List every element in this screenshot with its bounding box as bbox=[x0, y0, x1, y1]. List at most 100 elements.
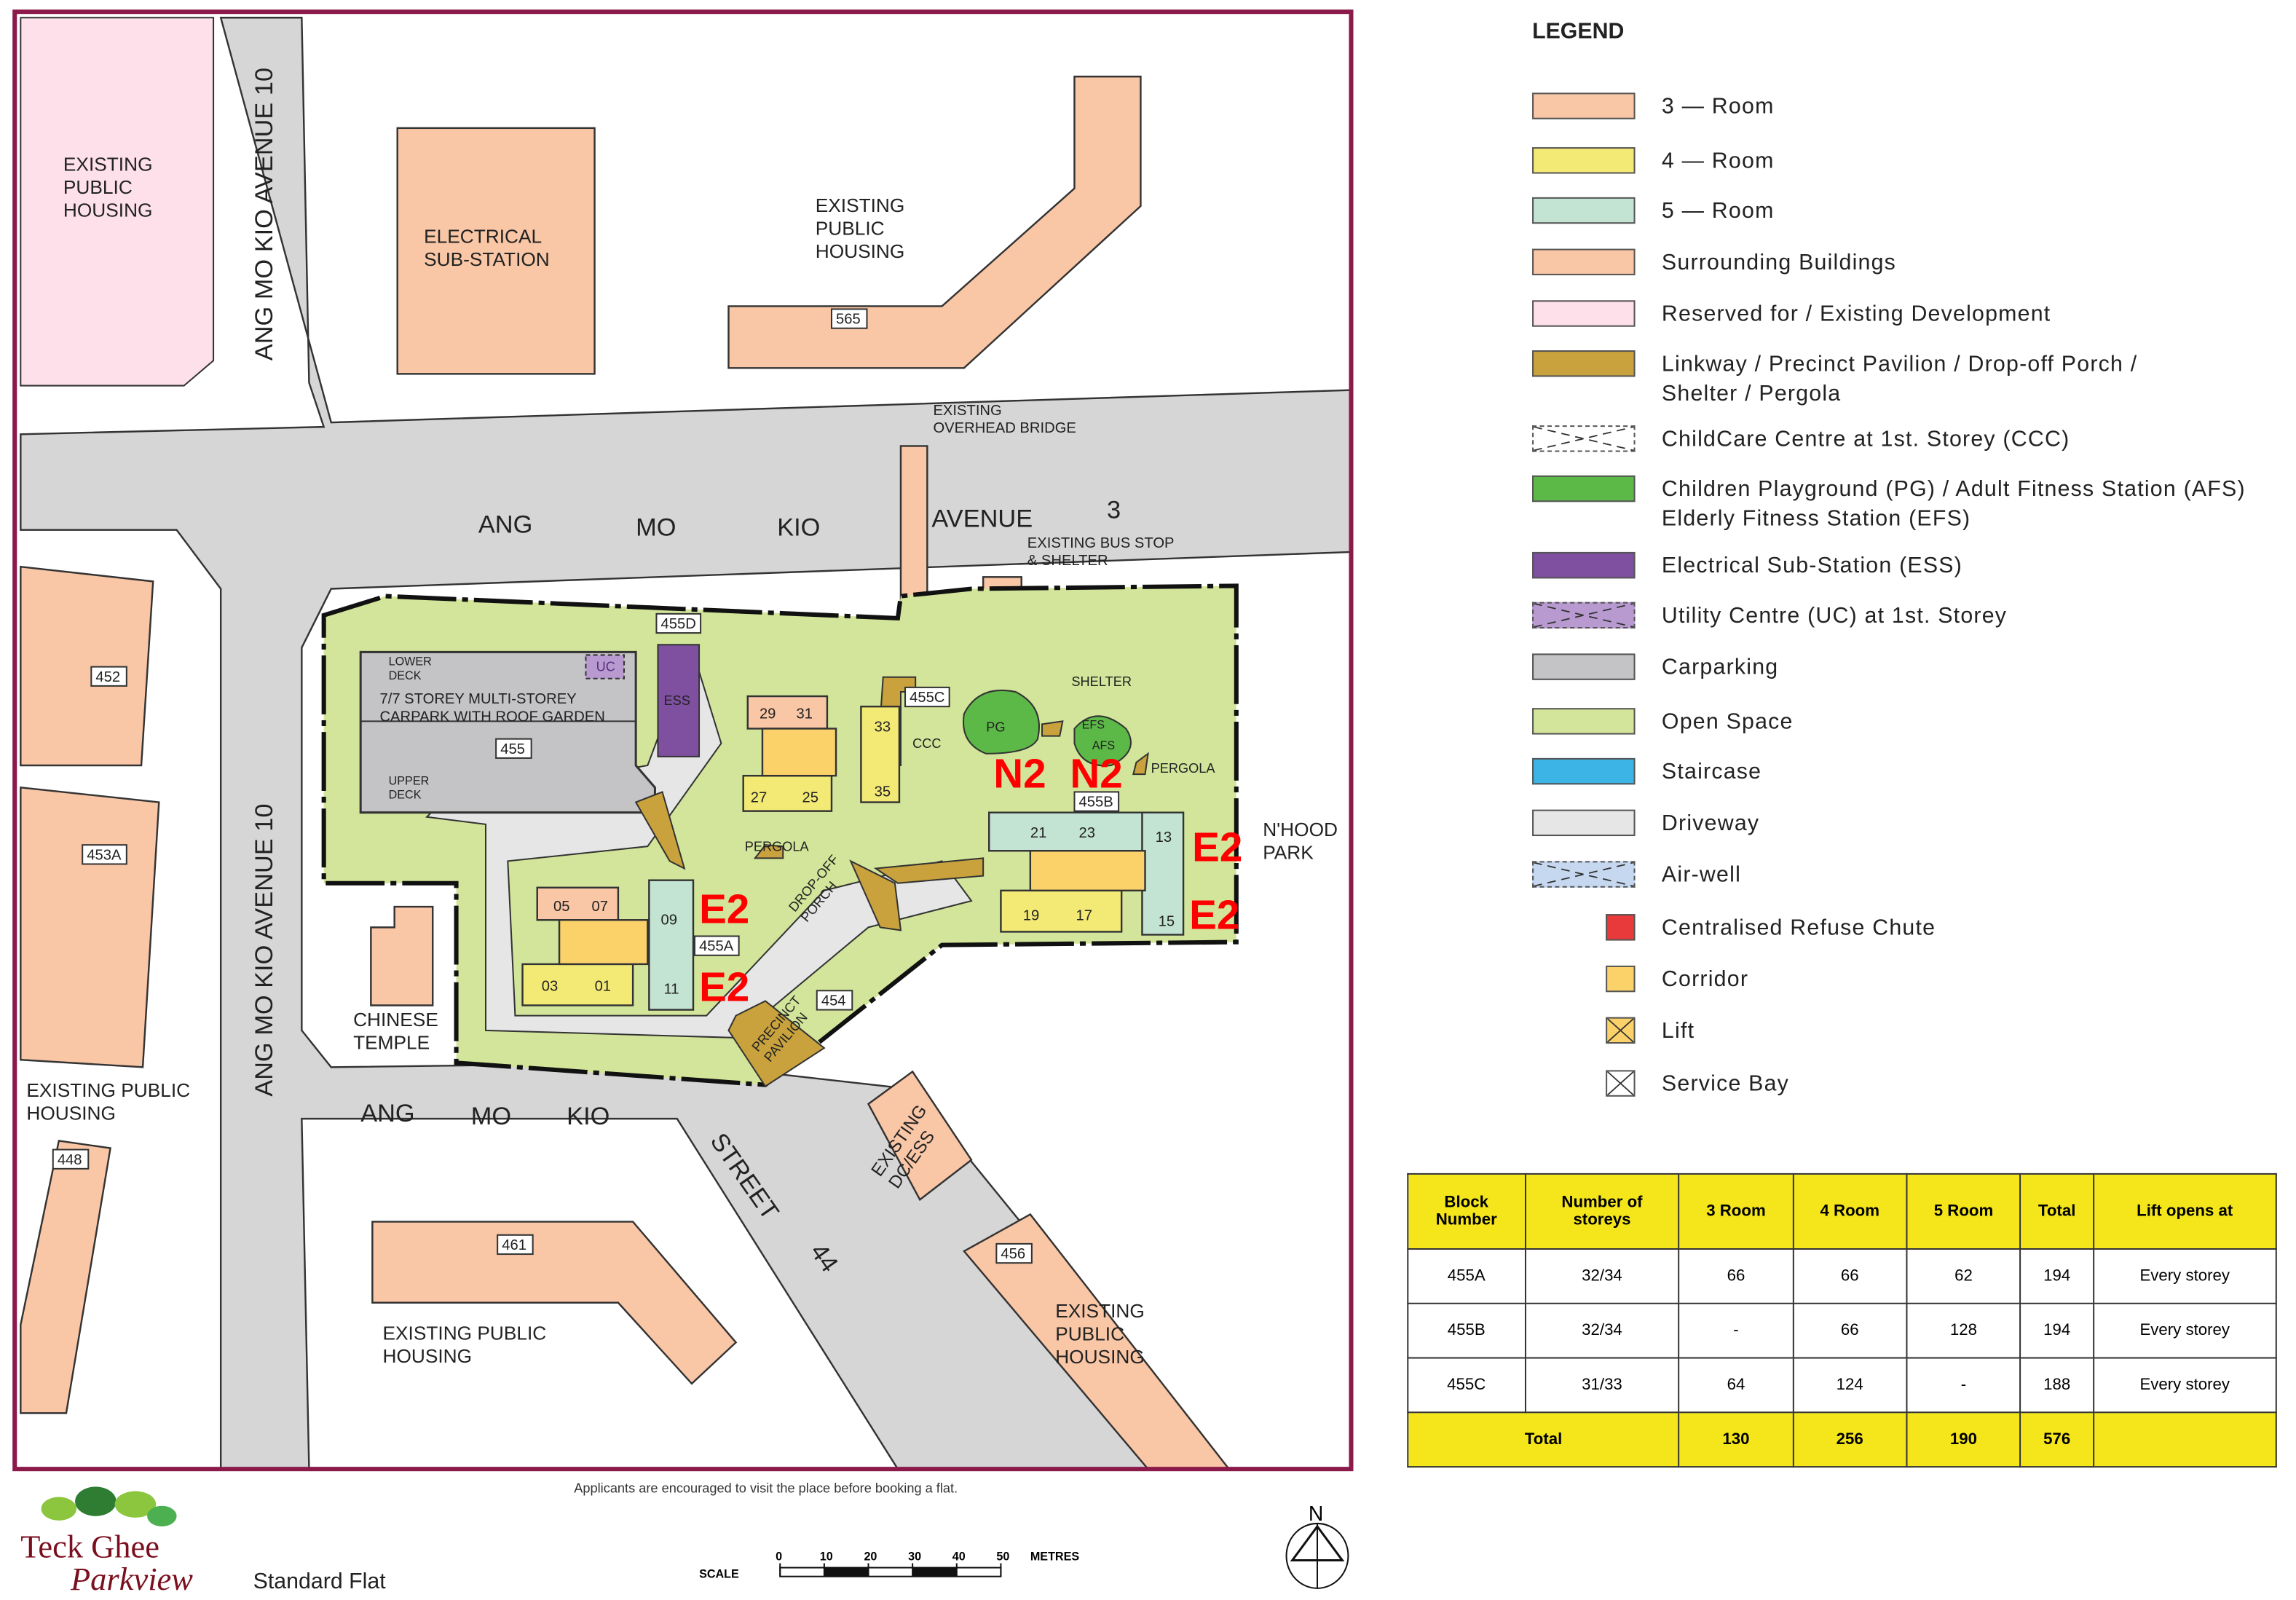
visit-note: Applicants are encouraged to visit the p… bbox=[574, 1481, 958, 1496]
total-empty bbox=[2092, 1411, 2277, 1468]
north-label: N bbox=[1309, 1502, 1323, 1525]
table-cell: 194 bbox=[2019, 1302, 2094, 1359]
legend-item: Open Space bbox=[1532, 708, 1794, 737]
legend-swatch bbox=[1532, 809, 1636, 837]
legend-swatch bbox=[1532, 653, 1636, 680]
table-cell: 32/34 bbox=[1524, 1302, 1680, 1359]
legend-label: Electrical Sub-Station (ESS) bbox=[1661, 553, 1963, 579]
legend-swatch bbox=[1606, 965, 1636, 993]
legend-label: Linkway / Precinct Pavilion / Drop-off P… bbox=[1661, 352, 2138, 406]
table-cell: 188 bbox=[2019, 1357, 2094, 1414]
marker-label: E2 bbox=[699, 886, 749, 931]
road-ave3-word: ANG bbox=[478, 511, 532, 539]
table-cell: 455B bbox=[1407, 1302, 1526, 1359]
block-tag-box bbox=[1073, 791, 1120, 812]
label-pg: PG bbox=[986, 720, 1005, 735]
column-header: Lift opens at bbox=[2092, 1173, 2277, 1250]
legend-item: Service Bay bbox=[1532, 1070, 1789, 1099]
column-header: 4 Room bbox=[1792, 1173, 1908, 1250]
marker-label: E2 bbox=[699, 963, 749, 1009]
unit-stack-number: 23 bbox=[1079, 825, 1095, 841]
road-st44-word: ANG bbox=[360, 1100, 414, 1127]
block-tag: 455D bbox=[661, 616, 696, 632]
scale-tick: 30 bbox=[908, 1550, 921, 1563]
legend-label: Utility Centre (UC) at 1st. Storey bbox=[1661, 603, 2008, 629]
logo-text-line2: Parkview bbox=[71, 1560, 193, 1598]
legend-swatch bbox=[1532, 551, 1636, 579]
block-tag-box bbox=[497, 1234, 534, 1256]
table-cell: 66 bbox=[1678, 1248, 1794, 1304]
block-tag: 455A bbox=[699, 939, 734, 955]
legend-swatch bbox=[1606, 914, 1636, 941]
legend-label: ChildCare Centre at 1st. Storey (CCC) bbox=[1661, 427, 2070, 452]
block-tag-box bbox=[693, 935, 740, 956]
table-cell: 194 bbox=[2019, 1248, 2094, 1304]
unit-stack-number: 25 bbox=[802, 790, 818, 806]
table-cell: Every storey bbox=[2092, 1357, 2277, 1414]
legend-label: Surrounding Buildings bbox=[1661, 250, 1897, 275]
road-st44-word: KIO bbox=[567, 1103, 609, 1130]
block-tag: 456 bbox=[1001, 1246, 1025, 1262]
label-uc: UC bbox=[596, 660, 615, 674]
column-header: Total bbox=[2019, 1173, 2094, 1250]
legend-swatch bbox=[1532, 197, 1636, 224]
label-efs: EFS bbox=[1082, 718, 1105, 731]
legend-swatch bbox=[1532, 861, 1636, 888]
blocks bbox=[521, 695, 1185, 1011]
legend-label: Lift bbox=[1661, 1018, 1695, 1044]
block-tag: 453A bbox=[87, 847, 122, 863]
multi-storey-carpark bbox=[359, 650, 656, 814]
scale-label: SCALE bbox=[699, 1568, 739, 1581]
legend-label: Air-well bbox=[1661, 862, 1742, 888]
legend-item: Centralised Refuse Chute bbox=[1532, 914, 1936, 943]
table-cell: 62 bbox=[1906, 1248, 2021, 1304]
legend-item: Driveway bbox=[1532, 809, 1759, 839]
legend-label: Staircase bbox=[1661, 759, 1762, 785]
label-bus-stop: EXISTING BUS STOP& SHELTER bbox=[1027, 535, 1175, 569]
legend-item: Staircase bbox=[1532, 757, 1762, 787]
legend-swatch bbox=[1532, 425, 1636, 452]
table-total-row: Total 130 256 190 576 bbox=[1407, 1411, 2277, 1468]
legend-item: Carparking bbox=[1532, 653, 1778, 682]
block-tag-box bbox=[82, 844, 127, 865]
block-tag: 461 bbox=[502, 1237, 526, 1253]
legend-swatch bbox=[1532, 147, 1636, 174]
legend-item: 3 — Room bbox=[1532, 92, 1774, 122]
legend-item: Surrounding Buildings bbox=[1532, 248, 1897, 278]
block-tag-box bbox=[830, 308, 868, 329]
legend-swatch bbox=[1532, 350, 1636, 377]
block-tag: 455C bbox=[910, 690, 944, 706]
legend-label: 3 — Room bbox=[1661, 94, 1775, 119]
table-cell: 32/34 bbox=[1524, 1248, 1680, 1304]
reserved-housing bbox=[20, 17, 215, 387]
label-shelter: SHELTER bbox=[1071, 674, 1132, 689]
legend-label: Service Bay bbox=[1661, 1071, 1790, 1097]
legend-swatch bbox=[1532, 300, 1636, 327]
unit-stack-number: 01 bbox=[595, 978, 611, 994]
unit-stack-number: 17 bbox=[1076, 907, 1092, 923]
utility-centre bbox=[585, 654, 625, 679]
unit-stack-number: 15 bbox=[1159, 913, 1175, 929]
column-header: 3 Room bbox=[1678, 1173, 1794, 1250]
block-tag-box bbox=[495, 738, 532, 759]
unit-stack-number: 35 bbox=[875, 784, 891, 800]
table-cell: 66 bbox=[1792, 1302, 1908, 1359]
label-pergola-1: PERGOLA bbox=[745, 839, 810, 854]
road-ave3-word: AVENUE bbox=[931, 505, 1033, 533]
unit-stack-number: 27 bbox=[751, 790, 767, 806]
unit-stack-number: 13 bbox=[1156, 829, 1172, 846]
legend-item: 5 — Room bbox=[1532, 197, 1774, 226]
